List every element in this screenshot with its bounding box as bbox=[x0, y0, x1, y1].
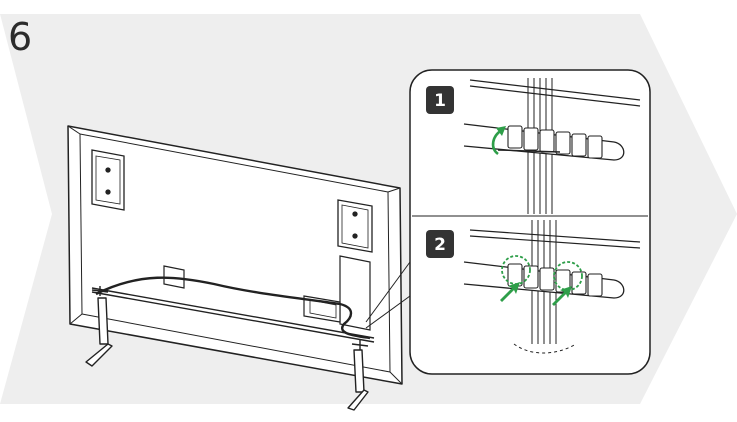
detail-callout: 1 2 bbox=[409, 69, 651, 375]
step-number: 6 bbox=[8, 15, 33, 59]
badge-label-2: 2 bbox=[434, 235, 446, 255]
cable bbox=[95, 276, 371, 340]
wall-mount-plate-right bbox=[337, 199, 373, 253]
wall-mount-plate-left bbox=[91, 149, 125, 211]
badge-step-1 bbox=[426, 86, 454, 114]
cable-rail bbox=[91, 287, 375, 343]
stand-left bbox=[85, 286, 113, 367]
stand-right bbox=[347, 340, 369, 411]
detail-panel-2 bbox=[463, 220, 641, 354]
callout-leader bbox=[365, 261, 411, 329]
badge-label-1: 1 bbox=[434, 91, 446, 111]
detail-panel-1 bbox=[463, 78, 641, 214]
badge-step-2 bbox=[426, 230, 454, 258]
tv-back bbox=[67, 125, 403, 385]
